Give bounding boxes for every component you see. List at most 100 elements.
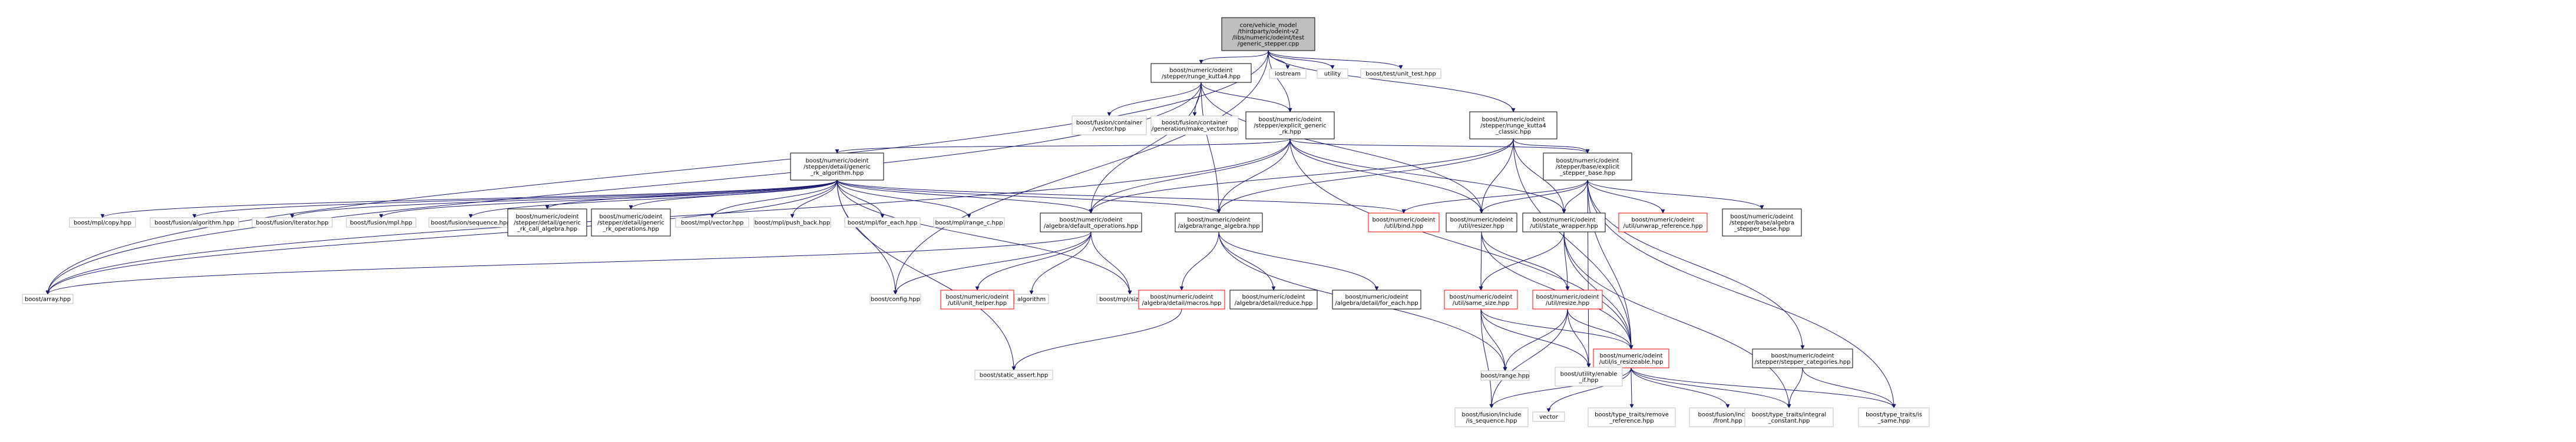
node-label-line: _rk_algorithm.hpp	[810, 170, 864, 177]
node-expbase[interactable]: boost/numeric/odeint/stepper/base/explic…	[1543, 152, 1632, 181]
node-box	[1543, 152, 1632, 181]
node-mplrange[interactable]: boost/mpl/range_c.hpp	[933, 217, 1005, 228]
node-rkops[interactable]: boost/numeric/odeint/stepper/detail/gene…	[591, 208, 671, 237]
node-box	[675, 217, 749, 228]
edge-expbase-to-enableif	[1586, 180, 1591, 368]
edge-defops-to-algorithm	[1029, 231, 1092, 295]
edge-genrkalg-to-rkops	[629, 180, 838, 210]
node-rk4c[interactable]: boost/numeric/odeint/stepper/runge_kutta…	[1469, 111, 1557, 139]
node-rangealg[interactable]: boost/numeric/odeint/algebra/range_algeb…	[1175, 212, 1263, 232]
node-mplforeach[interactable]: boost/mpl/for_each.hpp	[844, 217, 921, 228]
node-statewrap[interactable]: boost/numeric/odeint/util/state_wrapper.…	[1522, 212, 1606, 232]
node-label-line: boost/numeric/odeint	[1258, 117, 1321, 123]
node-box	[1332, 290, 1421, 310]
edge-genrkalg-to-config	[836, 180, 898, 295]
node-algorithm[interactable]: algorithm	[1014, 294, 1049, 304]
node-label-line: boost/numeric/odeint	[1450, 217, 1513, 223]
node-mplpush[interactable]: boost/mpl/push_back.hpp	[753, 217, 831, 228]
node-falg[interactable]: boost/fusion/algorithm.hpp	[150, 217, 239, 228]
node-defops[interactable]: boost/numeric/odeint/algebra/default_ope…	[1040, 212, 1142, 232]
node-label-line: boost/numeric/odeint	[1536, 294, 1599, 300]
node-label-line: boost/type_traits/is	[1866, 411, 1922, 418]
edge-root-to-rk4	[1199, 50, 1269, 64]
node-reduce[interactable]: boost/numeric/odeint/algebra/detail/redu…	[1229, 290, 1318, 310]
node-resize[interactable]: boost/numeric/odeint/util/resize.hpp	[1532, 290, 1603, 310]
node-fmakevec[interactable]: boost/fusion/container/generation/make_v…	[1150, 115, 1239, 135]
edge-resizer-to-resize	[1481, 231, 1570, 291]
edge-expbase-to-unwrapref	[1587, 180, 1665, 214]
node-removeref[interactable]: boost/type_traits/remove_reference.hpp	[1588, 407, 1676, 427]
node-label-line: boost/numeric/odeint	[515, 214, 578, 220]
node-isseq[interactable]: boost/fusion/include/is_sequence.hpp	[1454, 407, 1529, 427]
node-label-line: boost/fusion/mpl.hpp	[350, 220, 412, 227]
edge-resize-to-enableif	[1567, 308, 1591, 368]
edge-defops-to-unithelper	[975, 231, 1092, 291]
node-fiter[interactable]: boost/fusion/iterator.hpp	[252, 217, 333, 228]
node-callalg[interactable]: boost/numeric/odeint/stepper/detail/gene…	[507, 208, 587, 237]
node-bind[interactable]: boost/numeric/odeint/util/bind.hpp	[1368, 212, 1440, 232]
node-label-line: boost/mpl/range_c.hpp	[935, 220, 1003, 227]
edge-isresizeable-to-vector	[1546, 367, 1632, 413]
node-box	[1150, 115, 1239, 135]
node-label-line: /libs/numeric/odeint/test	[1232, 35, 1304, 41]
node-box	[1360, 68, 1441, 79]
node-box	[1469, 111, 1557, 139]
node-config[interactable]: boost/config.hpp	[869, 294, 921, 304]
node-stepcats[interactable]: boost/numeric/odeint/stepper/stepper_cat…	[1752, 348, 1853, 368]
node-unwrapref[interactable]: boost/numeric/odeint/util/unwrap_referen…	[1618, 212, 1708, 232]
node-label-line: iostream	[1275, 71, 1301, 78]
node-box	[1555, 367, 1623, 387]
node-issame[interactable]: boost/type_traits/is_same.hpp	[1858, 407, 1930, 427]
edge-expbase-to-isresizeable	[1587, 180, 1633, 350]
node-intconst[interactable]: boost/type_traits/integral_constant.hpp	[1744, 407, 1834, 427]
node-fmpl[interactable]: boost/fusion/mpl.hpp	[346, 217, 416, 228]
node-unithelper[interactable]: boost/numeric/odeint/util/unit_helper.hp…	[940, 290, 1014, 310]
node-label-line: utility	[1324, 71, 1341, 78]
node-algstepbase[interactable]: boost/numeric/odeint/stepper/base/algebr…	[1722, 208, 1802, 237]
node-label-line: /stepper/detail/generic	[514, 220, 581, 227]
node-label-line: boost/fusion/iterator.hpp	[256, 220, 328, 227]
node-isresizeable[interactable]: boost/numeric/odeint/util/is_resizeable.…	[1593, 348, 1669, 368]
edge-rk4c-to-expbase	[1513, 138, 1590, 154]
node-fvector[interactable]: boost/fusion/container/vector.hpp	[1072, 115, 1147, 135]
node-macros[interactable]: boost/numeric/odeint/algebra/detail/macr…	[1138, 290, 1225, 310]
node-staticassert[interactable]: boost/static_assert.hpp	[974, 370, 1053, 380]
edge-resize-to-range	[1503, 308, 1568, 371]
node-root[interactable]: core/vehicle_model/thirdparty/odeint-v2/…	[1221, 17, 1315, 51]
node-resizer[interactable]: boost/numeric/odeint/util/resizer.hpp	[1446, 212, 1517, 232]
node-mplvec[interactable]: boost/mpl/vector.hpp	[675, 217, 749, 228]
edge-expbase-to-algstepbase	[1587, 180, 1764, 210]
edge-statewrap-to-resize	[1563, 231, 1570, 291]
node-iostream[interactable]: iostream	[1269, 68, 1307, 79]
node-mplcopy[interactable]: boost/mpl/copy.hpp	[69, 217, 136, 228]
node-fseq[interactable]: boost/fusion/sequence.hpp	[428, 217, 513, 228]
node-label-line: boost/fusion/include	[1462, 411, 1522, 418]
node-label-line: boost/numeric/odeint	[1372, 217, 1435, 223]
node-genrkalg[interactable]: boost/numeric/odeint/stepper/detail/gene…	[790, 152, 884, 181]
edge-root-to-array	[45, 50, 1269, 295]
edge-macros-to-staticassert	[1011, 308, 1182, 371]
node-label-line: /stepper/explicit_generic	[1254, 123, 1326, 129]
dependency-nodes: core/vehicle_model/thirdparty/odeint-v2/…	[22, 17, 1930, 427]
edge-resize-to-isresizeable	[1567, 308, 1633, 350]
node-label-line: /stepper/runge_kutta4	[1480, 123, 1546, 129]
node-expgen[interactable]: boost/numeric/odeint/stepper/explicit_ge…	[1245, 111, 1335, 139]
node-label-line: /is_sequence.hpp	[1466, 418, 1517, 424]
node-range[interactable]: boost/range.hpp	[1480, 370, 1530, 381]
node-label-line: /front.hpp	[1713, 418, 1742, 424]
node-label-line: /algebra/range_algebra.hpp	[1178, 223, 1259, 230]
node-rk4[interactable]: boost/numeric/odeint/stepper/runge_kutta…	[1150, 63, 1252, 83]
node-box	[1269, 68, 1307, 79]
node-label-line: boost/array.hpp	[25, 297, 71, 303]
node-enableif[interactable]: boost/utility/enable_if.hpp	[1555, 367, 1623, 387]
node-box	[1317, 68, 1348, 79]
node-vector[interactable]: vector	[1532, 411, 1565, 422]
node-utility[interactable]: utility	[1317, 68, 1348, 79]
node-unittest[interactable]: boost/test/unit_test.hpp	[1360, 68, 1441, 79]
node-samesize[interactable]: boost/numeric/odeint/util/same_size.hpp	[1444, 290, 1518, 310]
node-label-line: boost/type_traits/integral	[1752, 411, 1826, 418]
node-foreach[interactable]: boost/numeric/odeint/algebra/detail/for_…	[1332, 290, 1421, 310]
node-label-line: boost/numeric/odeint	[805, 158, 868, 164]
node-array[interactable]: boost/array.hpp	[22, 294, 74, 304]
edge-expgen-to-genrkalg	[835, 138, 1291, 154]
